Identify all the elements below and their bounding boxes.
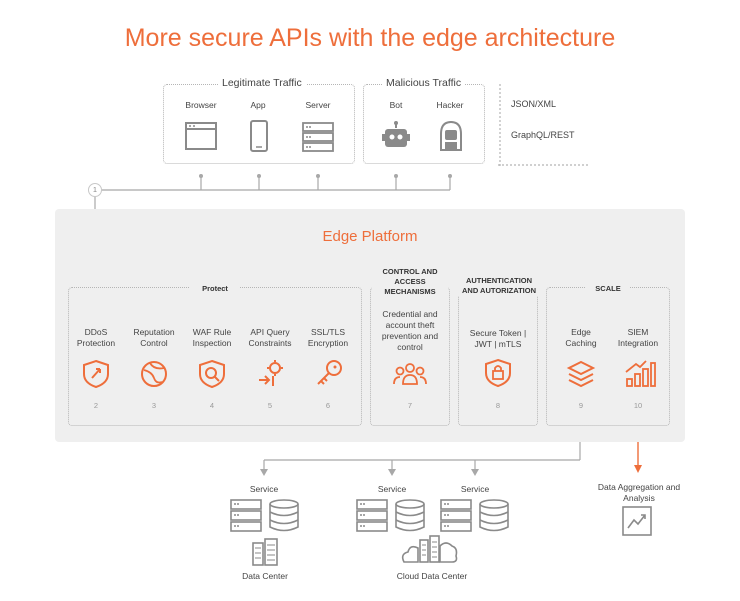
step-number-5: 5 xyxy=(263,399,277,413)
hacker-icon xyxy=(440,120,462,151)
app-label: App xyxy=(250,100,266,110)
scale-heading: SCALE xyxy=(586,284,630,294)
api-query-constraints-label: API Query Constraints xyxy=(248,327,292,348)
service-label-1: Service xyxy=(249,484,279,494)
ssl-tls-encryption-label: SSL/TLS Encryption xyxy=(307,327,349,348)
gear-arrow-icon xyxy=(259,360,283,386)
server-icon xyxy=(302,122,334,152)
formats-divider xyxy=(499,84,501,166)
waf-rule-inspection-label: WAF Rule Inspection xyxy=(192,327,232,348)
scale-group xyxy=(546,287,670,426)
reputation-control-label: Reputation Control xyxy=(133,327,175,348)
auth-heading: AUTHENTICATION AND AUTORIZATION xyxy=(458,276,540,296)
format-json-xml: JSON/XML xyxy=(511,99,557,109)
control-label: Credential and account theft prevention … xyxy=(381,309,439,352)
browser-label: Browser xyxy=(185,100,217,110)
people-icon xyxy=(393,363,427,385)
service-servers-icon-2 xyxy=(356,499,425,532)
auth-label: Secure Token | JWT | mTLS xyxy=(469,328,527,349)
protect-heading: Protect xyxy=(190,284,240,294)
step-number-1: 1 xyxy=(88,183,102,197)
key-icon xyxy=(317,360,342,385)
bar-chart-icon xyxy=(625,360,656,387)
cloud-data-center-icon xyxy=(401,535,458,563)
ddos-protection-label: DDoS Protection xyxy=(76,327,116,348)
analysis-label: Data Aggregation and Analysis xyxy=(597,482,681,503)
browser-icon xyxy=(185,122,217,150)
edge-platform-title: Edge Platform xyxy=(322,228,418,245)
server-label: Server xyxy=(305,100,331,110)
service-label-3: Service xyxy=(460,484,490,494)
service-servers-icon-3 xyxy=(440,499,509,532)
layers-icon xyxy=(566,360,596,388)
data-center-label: Data Center xyxy=(242,571,288,581)
step-number-7: 7 xyxy=(403,399,417,413)
siem-integration-label: SIEM Integration xyxy=(617,327,659,348)
service-label-2: Service xyxy=(377,484,407,494)
trend-chart-icon xyxy=(622,506,652,536)
legitimate-traffic-label: Legitimate Traffic xyxy=(218,77,306,89)
bot-icon xyxy=(382,121,410,147)
step-number-2: 2 xyxy=(89,399,103,413)
cloud-data-center-label: Cloud Data Center xyxy=(396,571,468,581)
control-heading: CONTROL AND ACCESS MECHANISMS xyxy=(372,267,448,297)
app-phone-icon xyxy=(250,120,268,152)
lock-shield-icon xyxy=(485,358,511,388)
step-number-6: 6 xyxy=(321,399,335,413)
rocket-shield-icon xyxy=(83,359,109,389)
format-graphql-rest: GraphQL/REST xyxy=(511,130,575,140)
data-center-servers-icon xyxy=(230,499,299,532)
legitimate-traffic-group: Legitimate Traffic xyxy=(163,77,355,164)
data-center-building-icon xyxy=(252,538,278,566)
hacker-label: Hacker xyxy=(436,100,464,110)
globe-icon xyxy=(141,361,167,387)
page-title: More secure APIs with the edge architect… xyxy=(124,24,616,52)
bot-label: Bot xyxy=(389,100,403,110)
step-number-4: 4 xyxy=(205,399,219,413)
malicious-traffic-label: Malicious Traffic xyxy=(382,77,466,89)
step-number-9: 9 xyxy=(574,399,588,413)
step-number-10: 10 xyxy=(631,399,645,413)
step-number-8: 8 xyxy=(491,399,505,413)
formats-baseline xyxy=(498,164,588,166)
step-number-3: 3 xyxy=(147,399,161,413)
malicious-traffic-group: Malicious Traffic xyxy=(363,77,485,164)
edge-caching-label: Edge Caching xyxy=(565,327,597,348)
magnifier-shield-icon xyxy=(199,359,225,389)
